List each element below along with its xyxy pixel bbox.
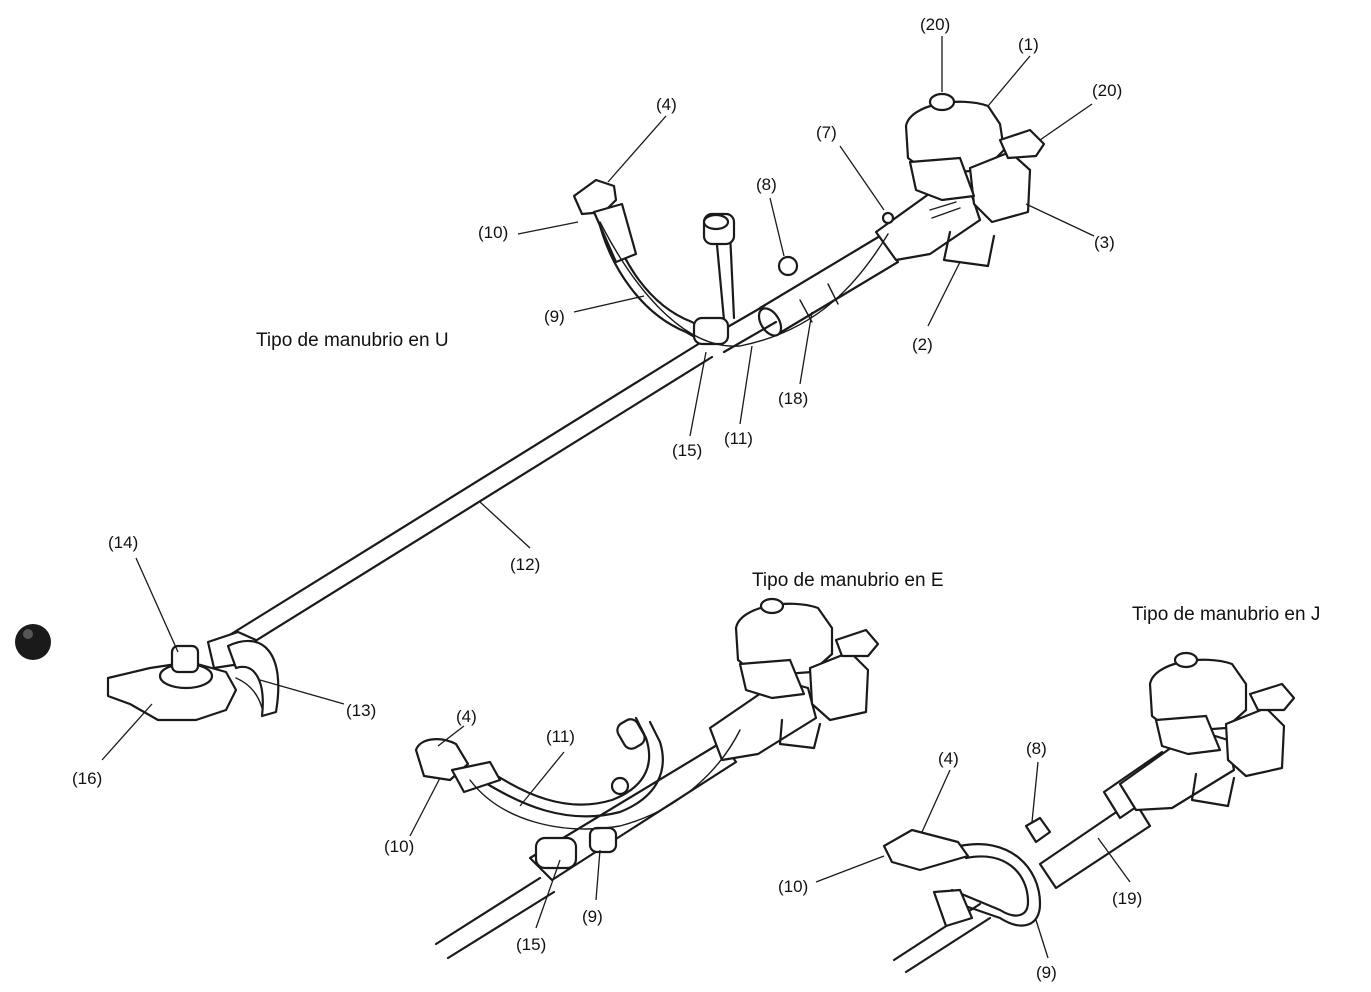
label-11-u: (11): [724, 429, 753, 448]
label-4-e: (4): [456, 707, 477, 726]
j-handle-trimmer: [882, 651, 1296, 974]
caption-e-handle: Tipo de manubrio en E: [752, 570, 944, 591]
u-handle-trimmer: [106, 92, 1046, 722]
label-16: (16): [72, 769, 102, 788]
label-15-e: (15): [516, 935, 546, 954]
label-11-e: (11): [546, 727, 575, 746]
label-20-right: (20): [1092, 81, 1122, 100]
label-20-top: (20): [920, 15, 950, 34]
caption-j-handle: Tipo de manubrio en J: [1132, 604, 1320, 625]
label-1: (1): [1018, 35, 1039, 54]
label-12: (12): [510, 555, 540, 574]
leader-lines: [101, 36, 1131, 959]
label-8-u: (8): [756, 175, 777, 194]
label-9-e: (9): [582, 907, 603, 926]
label-10-e: (10): [384, 837, 414, 856]
margin-dot-inner: [23, 629, 33, 639]
label-18: (18): [778, 389, 808, 408]
label-19: (19): [1112, 889, 1142, 908]
margin-dot: [15, 624, 51, 660]
label-4-j: (4): [938, 749, 959, 768]
label-9-j: (9): [1036, 963, 1057, 982]
rear-handle: [942, 230, 996, 268]
label-10-u: (10): [478, 223, 508, 242]
label-9-u: (9): [544, 307, 565, 326]
label-15-u: (15): [672, 441, 702, 460]
e-handle-trimmer: [414, 597, 880, 960]
label-10-j: (10): [778, 877, 808, 896]
engine: [904, 92, 1046, 224]
label-7: (7): [816, 123, 837, 142]
label-3: (3): [1094, 233, 1115, 252]
label-13: (13): [346, 701, 376, 720]
label-4-u: (4): [656, 95, 677, 114]
label-14: (14): [108, 533, 138, 552]
cutter-head: [106, 630, 280, 722]
main-pipe-grip: [710, 234, 900, 354]
drive-shaft: [226, 341, 714, 650]
label-8-j: (8): [1026, 739, 1047, 758]
label-2: (2): [912, 335, 933, 354]
caption-u-handle: Tipo de manubrio en U: [256, 330, 449, 351]
u-handlebar: [572, 178, 889, 347]
